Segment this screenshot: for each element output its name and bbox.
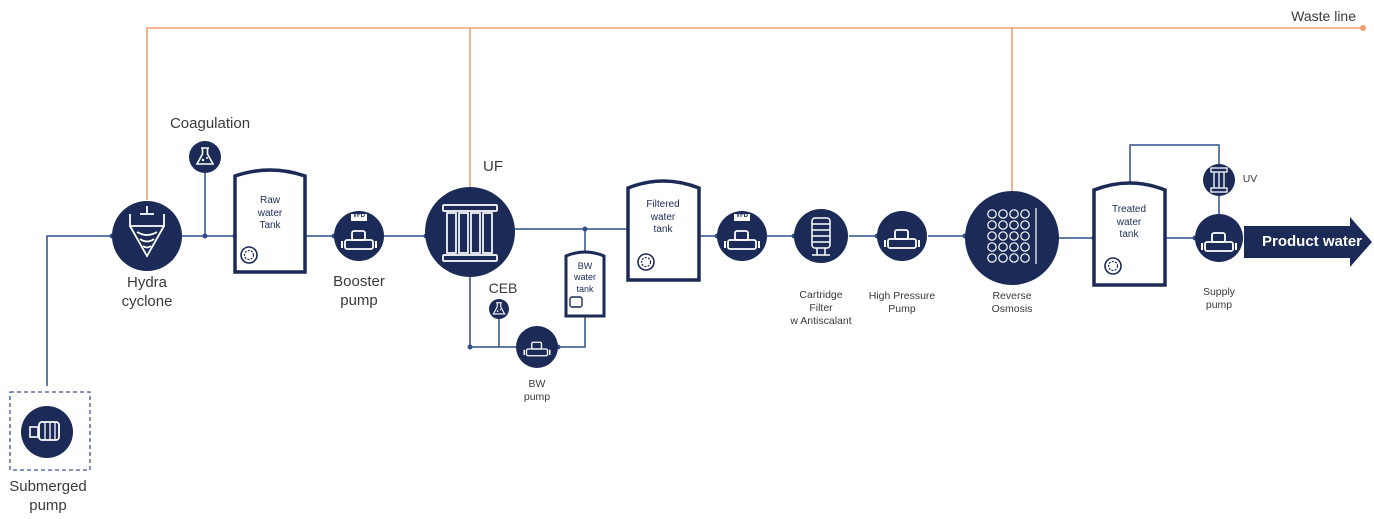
supply-pump	[1195, 214, 1243, 262]
uv-label: UV	[1242, 173, 1258, 185]
cartridge-filter-icon	[811, 217, 831, 256]
ro-membrane-element	[987, 253, 997, 263]
cartridge-filter-label: Cartridge Filter w Antiscalant	[790, 289, 852, 328]
ro-membrane-element	[1020, 231, 1030, 241]
hydra-cyclone	[112, 201, 182, 271]
ceb-label: CEB	[488, 280, 518, 296]
ro-membrane-element	[1020, 253, 1030, 263]
ro-membrane-element	[987, 231, 997, 241]
ro-membrane-element	[998, 220, 1008, 230]
filtered-water-tank-label: Filtered water tank	[646, 199, 680, 235]
ro-membrane-element	[1020, 242, 1030, 252]
ceb-dosing	[489, 299, 509, 319]
product-water-arrow	[1244, 217, 1372, 267]
ro-membrane-element	[998, 209, 1008, 219]
ro-membrane-element	[1009, 220, 1019, 230]
ro-membrane-icon	[987, 208, 1037, 264]
reverse-osmosis	[965, 191, 1059, 285]
coagulation-label: Coagulation	[169, 115, 251, 132]
cartridge-filter	[794, 209, 848, 263]
supply-pump-label: Supply pump	[1202, 286, 1236, 312]
bw-water-tank	[564, 250, 606, 318]
ro-membrane-element	[987, 209, 997, 219]
vfd-tag-booster: VFD	[353, 213, 365, 219]
ro-membrane-element	[987, 220, 997, 230]
hydra-cyclone-label: Hydra cyclone	[121, 274, 173, 310]
booster-pump-label: Booster pump	[333, 273, 385, 309]
waste-line	[146, 27, 1362, 200]
uf-membrane-icon	[442, 204, 498, 262]
transfer-pump	[717, 211, 767, 261]
product-water-label: Product water	[1262, 233, 1363, 250]
raw-water-tank-label: Raw water Tank	[257, 195, 283, 231]
raw-water-tank	[233, 168, 307, 274]
uf-unit	[425, 187, 515, 277]
ro-membrane-element	[998, 242, 1008, 252]
cyclone-icon	[129, 206, 165, 258]
high-pressure-pump	[877, 211, 927, 261]
ro-membrane-element	[1009, 209, 1019, 219]
uf-label: UF	[483, 158, 503, 175]
coagulation-dosing	[189, 141, 221, 173]
vfd-tag-transfer: VFD	[736, 213, 748, 219]
submerged-pump-label: Submerged pump	[9, 478, 87, 514]
treated-water-tank-label: Treated water tank	[1111, 204, 1147, 240]
high-pressure-pump-label: High Pressure Pump	[868, 290, 936, 316]
ro-membrane-element	[987, 242, 997, 252]
ro-membrane-element	[1009, 253, 1019, 263]
waste-line-end-dot	[1360, 25, 1366, 31]
filtered-water-tank	[626, 179, 701, 282]
ro-membrane-element	[1009, 242, 1019, 252]
bw-water-tank-label: BW water tank	[573, 261, 596, 294]
booster-pump	[334, 211, 384, 261]
uv-lamp-icon	[1210, 167, 1228, 193]
submerged-pump	[9, 391, 91, 471]
bw-pump	[516, 326, 558, 368]
reverse-osmosis-label: Reverse Osmosis	[991, 290, 1033, 316]
waste-line-label: Waste line	[1291, 8, 1356, 24]
ro-membrane-element	[998, 231, 1008, 241]
ro-membrane-element	[1020, 220, 1030, 230]
uv-unit	[1203, 164, 1235, 196]
treated-water-tank	[1092, 181, 1167, 287]
ro-membrane-element	[1009, 231, 1019, 241]
ro-membrane-element	[998, 253, 1008, 263]
pump-icon	[29, 421, 60, 441]
ro-membrane-element	[1020, 209, 1030, 219]
bw-pump-label: BW pump	[523, 378, 551, 404]
process-lines	[46, 144, 1220, 386]
